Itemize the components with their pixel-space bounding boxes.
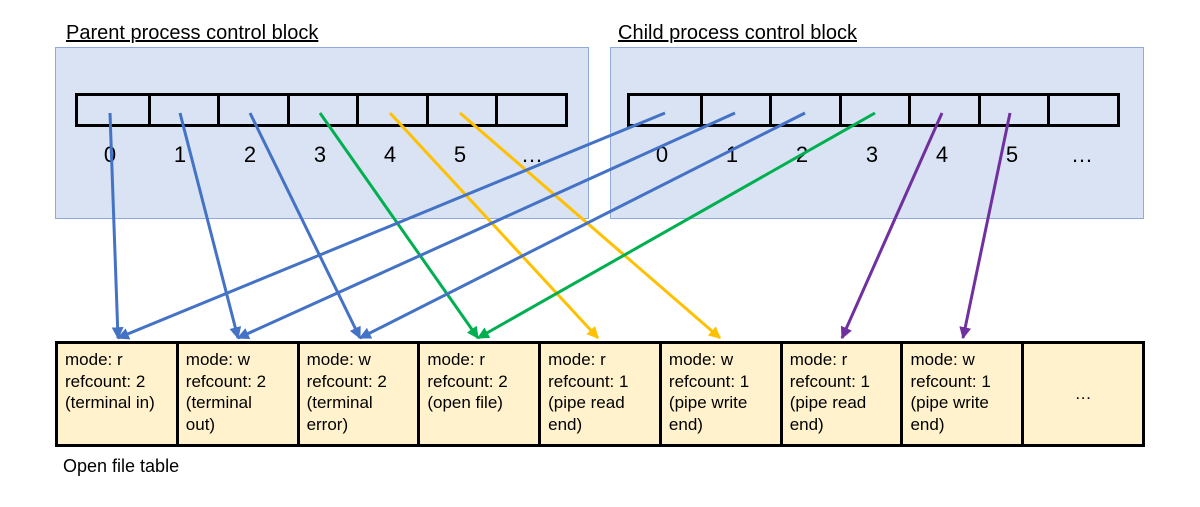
entry-mode: mode: r	[65, 350, 123, 369]
child-fd-slot	[1047, 96, 1117, 124]
entry-mode: mode: w	[910, 350, 975, 369]
open-file-table: mode: r refcount: 2 (terminal in) mode: …	[55, 341, 1145, 447]
child-fd-2-arrow	[358, 111, 806, 340]
entry-mode: mode: r	[548, 350, 606, 369]
parent-pcb-box	[55, 47, 589, 219]
parent-fd-index: 5	[453, 142, 467, 167]
open-file-entry: mode: w refcount: 2 (terminal out)	[175, 344, 297, 444]
parent-fd-index: 1	[173, 142, 187, 167]
entry-refcount: refcount: 1	[668, 371, 750, 391]
parent-fd-slot	[286, 96, 357, 124]
parent-fd-0-arrow	[108, 112, 124, 340]
entry-description-cont: end)	[548, 414, 583, 434]
parent-fd-3-arrow	[318, 112, 480, 339]
open-file-table-caption: Open file table	[63, 456, 180, 476]
entry-mode: mode: r	[789, 350, 848, 369]
parent-fd-index: 3	[313, 142, 327, 167]
ellipsis: …	[1074, 384, 1092, 404]
parent-fd-slot	[356, 96, 426, 124]
entry-description-cont: end)	[789, 414, 824, 434]
entry-refcount: refcount: 1	[910, 371, 991, 391]
open-file-entry-more: …	[1021, 344, 1142, 444]
child-pcb-box	[610, 47, 1144, 219]
parent-pcb-title: Parent process control block	[66, 22, 319, 44]
open-file-entry: mode: r refcount: 1 (pipe read end)	[779, 344, 901, 444]
child-fd-3-arrow	[476, 111, 876, 340]
child-fd-index: 3	[865, 142, 879, 167]
entry-description: (pipe write	[910, 393, 989, 412]
entry-refcount: refcount: 1	[548, 371, 629, 391]
child-fd-table	[627, 93, 1120, 127]
entry-mode: mode: w	[668, 350, 734, 369]
open-file-entry: mode: r refcount: 2 (terminal in)	[58, 344, 176, 444]
child-fd-5-arrow	[959, 112, 1012, 340]
entry-description-cont: out)	[185, 414, 216, 434]
child-pcb-title: Child process control block	[618, 22, 857, 44]
entry-description: (terminal in)	[65, 393, 155, 412]
entry-mode: mode: w	[185, 350, 251, 369]
entry-description: (terminal	[306, 393, 373, 412]
open-file-entry: mode: r refcount: 2 (open file)	[417, 344, 538, 444]
open-file-entry: mode: w refcount: 1 (pipe write end)	[900, 344, 1021, 444]
entry-description: (terminal	[185, 393, 252, 412]
entry-description-cont: end)	[910, 414, 945, 434]
parent-fd-slot	[217, 96, 287, 124]
parent-fd-index: 2	[243, 142, 257, 167]
child-fd-index: …	[1071, 142, 1093, 167]
entry-description: (pipe write	[668, 393, 748, 412]
parent-fd-index: 4	[383, 142, 397, 167]
child-fd-slot	[838, 96, 909, 124]
open-file-entry: mode: w refcount: 2 (terminal error)	[296, 344, 418, 444]
child-fd-slot	[977, 96, 1048, 124]
parent-fd-slot	[495, 96, 565, 124]
parent-fd-index: …	[521, 142, 543, 167]
parent-fd-table	[75, 93, 568, 127]
open-file-entry: mode: w refcount: 1 (pipe write end)	[658, 344, 780, 444]
entry-mode: mode: r	[427, 350, 485, 369]
child-fd-0-arrow	[116, 111, 666, 340]
entry-refcount: refcount: 2	[65, 371, 146, 391]
parent-fd-1-arrow	[178, 112, 242, 340]
entry-refcount: refcount: 2	[185, 371, 267, 391]
child-fd-index: 5	[1005, 142, 1019, 167]
entry-mode: mode: w	[306, 350, 371, 369]
parent-fd-slot	[425, 96, 496, 124]
entry-description: (pipe read	[548, 393, 625, 412]
child-fd-slot	[769, 96, 839, 124]
child-fd-slot	[699, 96, 770, 124]
child-fd-1-arrow	[236, 111, 736, 340]
child-fd-index: 4	[935, 142, 949, 167]
parent-fd-2-arrow	[248, 112, 362, 340]
open-file-entry: mode: r refcount: 1 (pipe read end)	[538, 344, 659, 444]
parent-fd-5-arrow	[459, 111, 721, 340]
child-fd-4-arrow	[840, 112, 944, 340]
child-fd-slot	[908, 96, 978, 124]
entry-refcount: refcount: 2	[306, 371, 387, 391]
entry-description: (open file)	[427, 393, 503, 412]
parent-fd-4-arrow	[388, 111, 600, 340]
entry-description-cont: error)	[306, 414, 349, 434]
entry-description: (pipe read	[789, 393, 867, 412]
entry-refcount: refcount: 1	[789, 371, 871, 391]
entry-description-cont: end)	[668, 414, 703, 434]
entry-refcount: refcount: 2	[427, 371, 508, 391]
parent-fd-slot	[147, 96, 218, 124]
